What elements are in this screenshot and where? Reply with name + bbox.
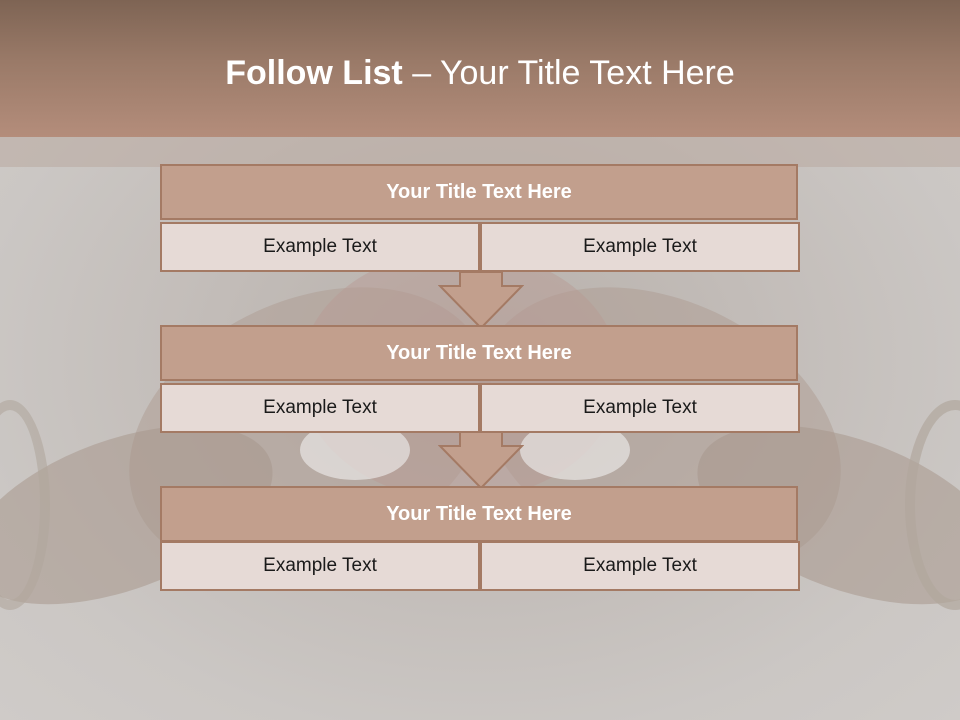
block-title: Your Title Text Here: [160, 486, 798, 542]
header-band: [0, 137, 960, 167]
block-cell-left: Example Text: [160, 541, 480, 591]
block-cell-left: Example Text: [160, 383, 480, 433]
block-cell-right: Example Text: [480, 383, 800, 433]
list-block-2: Your Title Text Here Example Text Exampl…: [160, 325, 800, 433]
list-block-1: Your Title Text Here Example Text Exampl…: [160, 164, 800, 272]
block-cell-right: Example Text: [480, 222, 800, 272]
page-title: Follow List – Your Title Text Here: [0, 54, 960, 93]
page-title-bold: Follow List: [225, 54, 403, 92]
block-title: Your Title Text Here: [160, 325, 798, 381]
block-cell-left: Example Text: [160, 222, 480, 272]
down-arrow-icon: [438, 272, 524, 328]
down-arrow-icon: [438, 432, 524, 488]
block-cell-right: Example Text: [480, 541, 800, 591]
page-title-rest: – Your Title Text Here: [402, 54, 735, 92]
block-title: Your Title Text Here: [160, 164, 798, 220]
list-block-3: Your Title Text Here Example Text Exampl…: [160, 486, 800, 592]
header-bar: Follow List – Your Title Text Here: [0, 0, 960, 137]
